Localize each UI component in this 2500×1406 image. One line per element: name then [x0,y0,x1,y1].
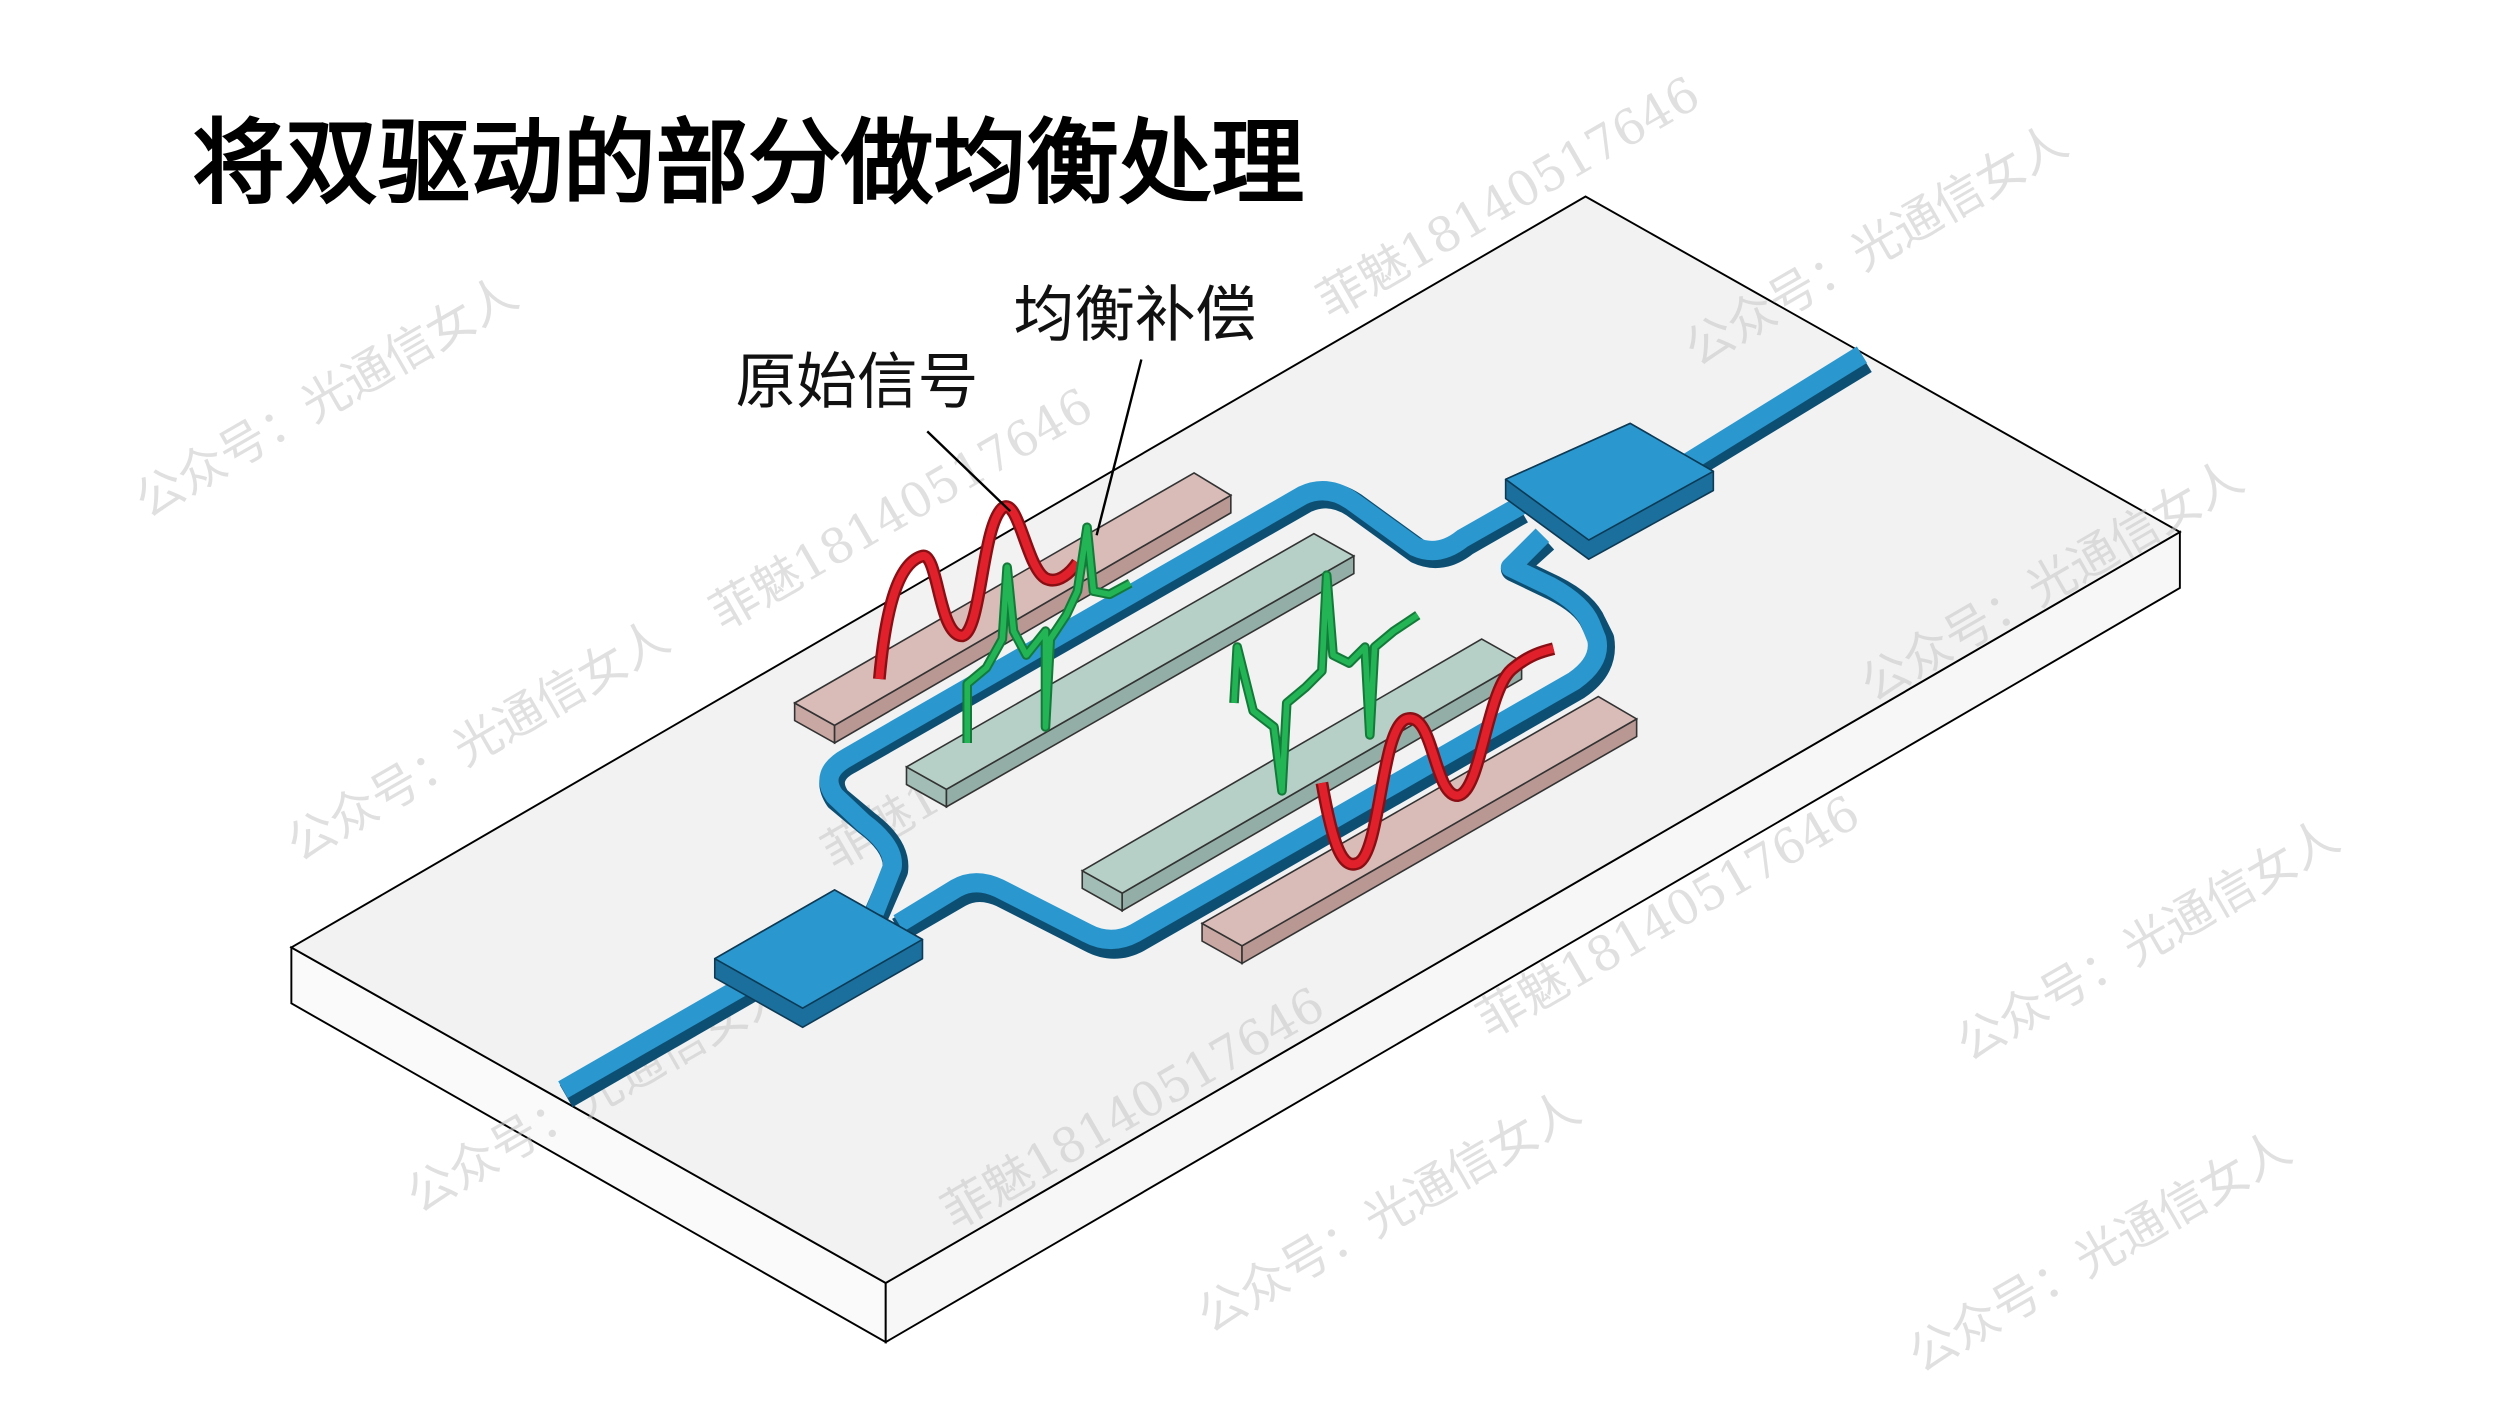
output-pad [1504,422,1715,561]
callout-line-compensation [1095,359,1143,536]
substrate [289,195,2182,1344]
page-title: 将双驱动的部分做均衡处理 [192,109,1304,217]
label-equalization-compensation: 均衡补偿 [1014,281,1257,351]
original-signal-wave-bottom [1315,642,1556,871]
compensation-wave-bottom [1229,570,1421,796]
waveguide [558,346,1872,1108]
watermark-text: 公众号：光通信女人 [1947,810,2348,1073]
electrode-signal-bottom [1200,695,1639,965]
input-pad [713,889,924,1029]
callout-line-original [926,430,1012,513]
electrode-ground-top [904,532,1356,809]
watermark-text: 公众号：光通信女人 [126,266,527,529]
compensation-wave-top [962,522,1133,743]
watermark-text: 公众号：光通信女人 [1676,115,2077,378]
label-original-signal: 原始信号 [736,348,979,418]
original-signal-wave-top [872,500,1083,680]
watermark-text: 公众号：光通信女人 [1900,1121,2301,1384]
